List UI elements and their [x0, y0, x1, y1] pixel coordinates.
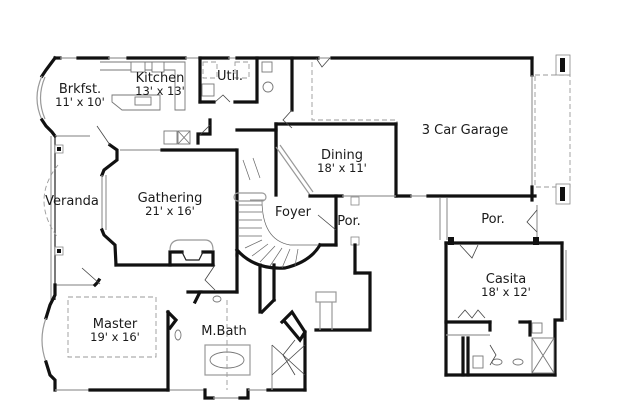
room-name: Por. — [481, 212, 505, 227]
room-label-foyer: Foyer — [272, 206, 314, 219]
room-name: Kitchen — [135, 71, 185, 86]
room-label-mbath: M.Bath — [199, 325, 249, 338]
room-label-kitchen: Kitchen 13' x 13' — [132, 72, 188, 98]
room-dimensions: 13' x 13' — [135, 84, 185, 98]
room-label-master: Master 19' x 16' — [85, 318, 145, 344]
room-name: Gathering — [137, 191, 203, 206]
room-label-gathering: Gathering 21' x 16' — [135, 192, 205, 218]
hall-bath — [258, 263, 307, 392]
room-label-util: Util. — [215, 70, 245, 83]
front-porch — [314, 196, 372, 332]
room-name: Dining — [321, 148, 363, 163]
room-label-porch-front: Por. — [335, 215, 363, 228]
room-dimensions: 19' x 16' — [90, 330, 140, 344]
mbath-fixtures — [174, 295, 306, 390]
room-label-veranda: Veranda — [42, 195, 102, 208]
room-name: Veranda — [45, 194, 99, 209]
util-fixtures — [198, 56, 294, 197]
room-dimensions: 18' x 12' — [481, 285, 531, 299]
room-label-dining: Dining 18' x 11' — [312, 149, 372, 175]
room-label-brkfst: Brkfst. 11' x 10' — [52, 83, 108, 109]
casita-walls — [439, 198, 567, 377]
room-name: 3 Car Garage — [421, 123, 509, 138]
room-name: Por. — [337, 214, 361, 229]
room-dimensions: 18' x 11' — [317, 161, 367, 175]
room-label-casita: Casita 18' x 12' — [475, 273, 537, 299]
room-dimensions: 21' x 16' — [145, 204, 195, 218]
master-bed-outline — [67, 296, 157, 358]
room-name: Util. — [217, 69, 243, 84]
garage-walls — [274, 54, 571, 205]
room-name: Master — [92, 317, 138, 332]
foyer-stairs — [233, 157, 338, 270]
room-name: Brkfst. — [58, 82, 102, 97]
room-name: M.Bath — [201, 324, 247, 339]
exterior-walls — [36, 55, 534, 400]
room-name: Foyer — [274, 205, 311, 220]
door-swings — [81, 57, 337, 291]
veranda-posts — [54, 144, 64, 256]
room-label-garage: 3 Car Garage — [415, 124, 515, 137]
room-label-porch-casita: Por. — [478, 213, 508, 226]
room-name: Casita — [485, 272, 527, 287]
room-dimensions: 11' x 10' — [55, 95, 105, 109]
kitchen-fixtures — [100, 61, 212, 145]
